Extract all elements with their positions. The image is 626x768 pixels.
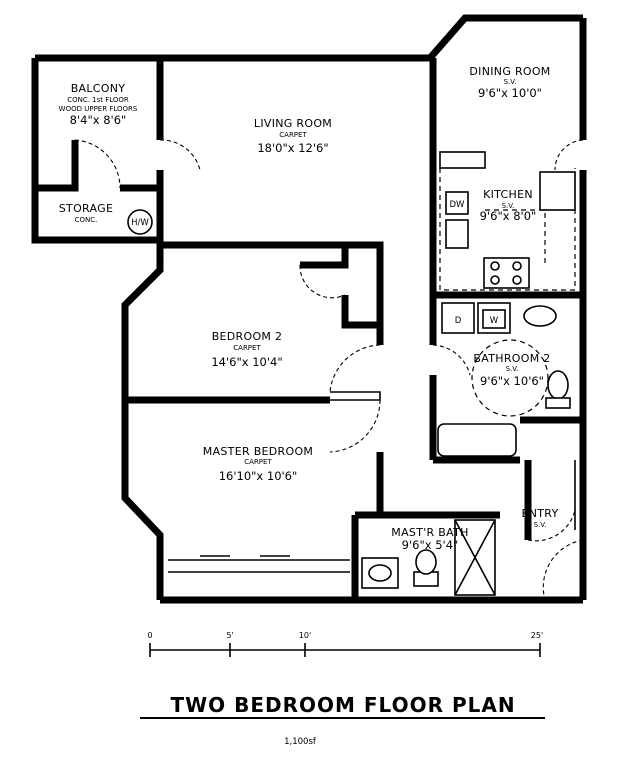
bath2-toilet-icon bbox=[547, 370, 569, 400]
master-floor: CARPET bbox=[244, 458, 272, 466]
balcony-dim: 8'4"x 8'6" bbox=[70, 113, 127, 127]
scale-bar: 0 5' 10' 25' bbox=[147, 631, 543, 657]
scale-tick-0: 0 bbox=[147, 631, 152, 640]
bedroom2-floor: CARPET bbox=[233, 344, 261, 352]
kitchen-name: KITCHEN bbox=[483, 188, 533, 201]
interior-walls bbox=[125, 58, 583, 600]
plan-area: 1,100sf bbox=[284, 737, 317, 747]
balcony-name: BALCONY bbox=[71, 82, 126, 95]
mastbath-name: MAST'R BATH bbox=[391, 526, 468, 539]
balcony-note-1: CONC. 1st FLOOR bbox=[67, 96, 129, 104]
scale-tick-5: 5' bbox=[226, 631, 233, 640]
master-bath-fixtures bbox=[361, 519, 496, 596]
hw-label: H/W bbox=[131, 218, 149, 228]
bathroom2-name: BATHROOM 2 bbox=[473, 352, 550, 365]
water-heater-icon bbox=[127, 209, 153, 235]
living-floor: CARPET bbox=[279, 131, 307, 139]
plan-title: TWO BEDROOM FLOOR PLAN bbox=[170, 693, 515, 717]
bath2-fixtures bbox=[437, 302, 571, 457]
room-labels: BALCONY CONC. 1st FLOOR WOOD UPPER FLOOR… bbox=[59, 65, 559, 552]
kitchen-floor: S.V. bbox=[502, 202, 515, 210]
bathroom2-dim: 9'6"x 10'6" bbox=[480, 374, 544, 388]
master-sink-icon bbox=[361, 557, 399, 589]
dining-name: DINING ROOM bbox=[469, 65, 550, 78]
dining-floor: S.V. bbox=[504, 78, 517, 86]
bath2-sink-icon bbox=[523, 305, 557, 327]
shower-icon bbox=[454, 519, 496, 596]
exterior-walls bbox=[31, 14, 587, 604]
balcony-note-2: WOOD UPPER FLOORS bbox=[59, 105, 138, 113]
door-swings bbox=[74, 139, 584, 601]
kitchen-dim: 9'6"x 8'0" bbox=[480, 209, 537, 223]
bathroom2-floor: S.V. bbox=[506, 365, 519, 373]
kitchen-fixtures bbox=[439, 151, 576, 291]
bathtub-icon bbox=[437, 423, 517, 457]
master-dim: 16'10"x 10'6" bbox=[219, 469, 298, 483]
storage-name: STORAGE bbox=[59, 202, 113, 215]
living-name: LIVING ROOM bbox=[254, 117, 332, 130]
master-name: MASTER BEDROOM bbox=[203, 445, 313, 458]
dishwasher-label: DW bbox=[450, 200, 466, 210]
bedroom2-name: BEDROOM 2 bbox=[212, 330, 283, 343]
storage-floor: CONC. bbox=[75, 216, 98, 224]
living-dim: 18'0"x 12'6" bbox=[257, 141, 328, 155]
dishwasher-icon bbox=[445, 191, 469, 215]
scale-tick-25: 25' bbox=[531, 631, 543, 640]
washer-label: W bbox=[490, 316, 499, 326]
kitchen-sink-icon bbox=[445, 219, 469, 249]
entry-name: ENTRY bbox=[521, 507, 558, 520]
mastbath-dim: 9'6"x 5'4" bbox=[402, 538, 459, 552]
scale-tick-10: 10' bbox=[299, 631, 311, 640]
dryer-icon bbox=[441, 302, 475, 334]
stove-icon bbox=[483, 257, 530, 289]
dryer-label: D bbox=[455, 316, 462, 326]
dining-dim: 9'6"x 10'0" bbox=[478, 86, 542, 100]
bedroom2-dim: 14'6"x 10'4" bbox=[211, 355, 282, 369]
entry-floor: S.V. bbox=[534, 521, 547, 529]
master-closet bbox=[168, 555, 350, 573]
